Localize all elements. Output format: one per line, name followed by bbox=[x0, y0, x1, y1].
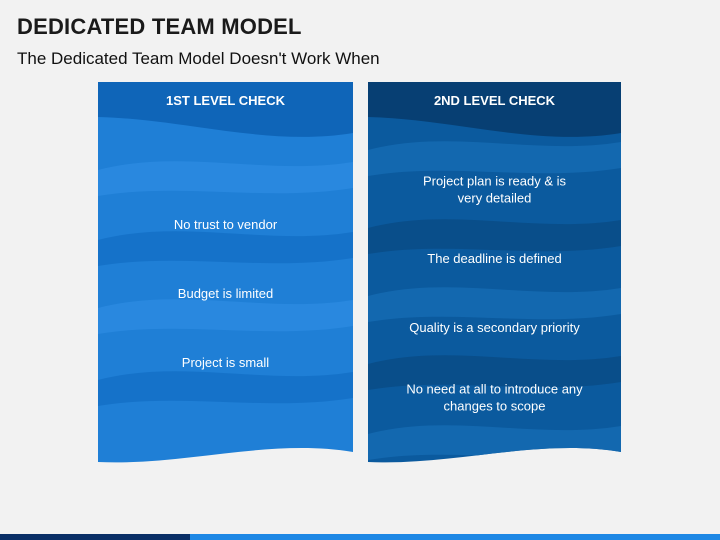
panel-background bbox=[368, 82, 621, 463]
panel-item: Project is small bbox=[182, 355, 270, 370]
bottom-accent-bar bbox=[0, 534, 720, 540]
panel-header-band bbox=[98, 82, 353, 137]
panel-item-line: The deadline is defined bbox=[427, 251, 561, 266]
panel-heading: 1ST LEVEL CHECK bbox=[166, 93, 286, 108]
panel-wave-band bbox=[368, 425, 621, 460]
bottom-bar-light-segment bbox=[190, 534, 720, 540]
panel-heading: 2ND LEVEL CHECK bbox=[434, 93, 556, 108]
panel-2: 2ND LEVEL CHECK Project plan is ready & i… bbox=[368, 82, 621, 463]
panel-wave-band bbox=[368, 355, 621, 390]
panel-item-line: Project is small bbox=[182, 355, 270, 370]
panel-item-line: Budget is limited bbox=[178, 286, 273, 301]
panel-wave-band bbox=[98, 371, 353, 406]
panel-header-band bbox=[368, 82, 621, 137]
slide-subtitle: The Dedicated Team Model Doesn't Work Wh… bbox=[17, 49, 380, 68]
panel-wave-band bbox=[98, 231, 353, 266]
panel-wave-band bbox=[98, 161, 353, 196]
panel-item-line: No need at all to introduce any bbox=[406, 382, 583, 397]
panel-wave-band bbox=[368, 141, 621, 176]
bottom-bar-dark-segment bbox=[0, 534, 190, 540]
panel-item-line: Quality is a secondary priority bbox=[409, 320, 580, 335]
panel-wave-band bbox=[368, 219, 621, 254]
panel-item: Budget is limited bbox=[178, 286, 273, 301]
panel-1: 1ST LEVEL CHECK No trust to vendorBudget … bbox=[98, 82, 353, 463]
panel-item-line: No trust to vendor bbox=[174, 217, 278, 232]
panel-item-line: changes to scope bbox=[444, 399, 546, 414]
panel-background bbox=[98, 82, 353, 463]
panel-item: The deadline is defined bbox=[427, 251, 561, 266]
panel-item: Project plan is ready & is very detailed bbox=[423, 174, 567, 206]
panel-item-line: Project plan is ready & is bbox=[423, 174, 567, 189]
panel-wave-band bbox=[368, 287, 621, 322]
panel-item-line: very detailed bbox=[458, 191, 532, 206]
panel-item: No need at all to introduce any changes t… bbox=[406, 382, 583, 414]
slide-title: DEDICATED TEAM MODEL bbox=[17, 14, 302, 39]
panel-item: Quality is a secondary priority bbox=[409, 320, 580, 335]
panel-item: No trust to vendor bbox=[174, 217, 278, 232]
panel-wave-band bbox=[98, 299, 353, 334]
